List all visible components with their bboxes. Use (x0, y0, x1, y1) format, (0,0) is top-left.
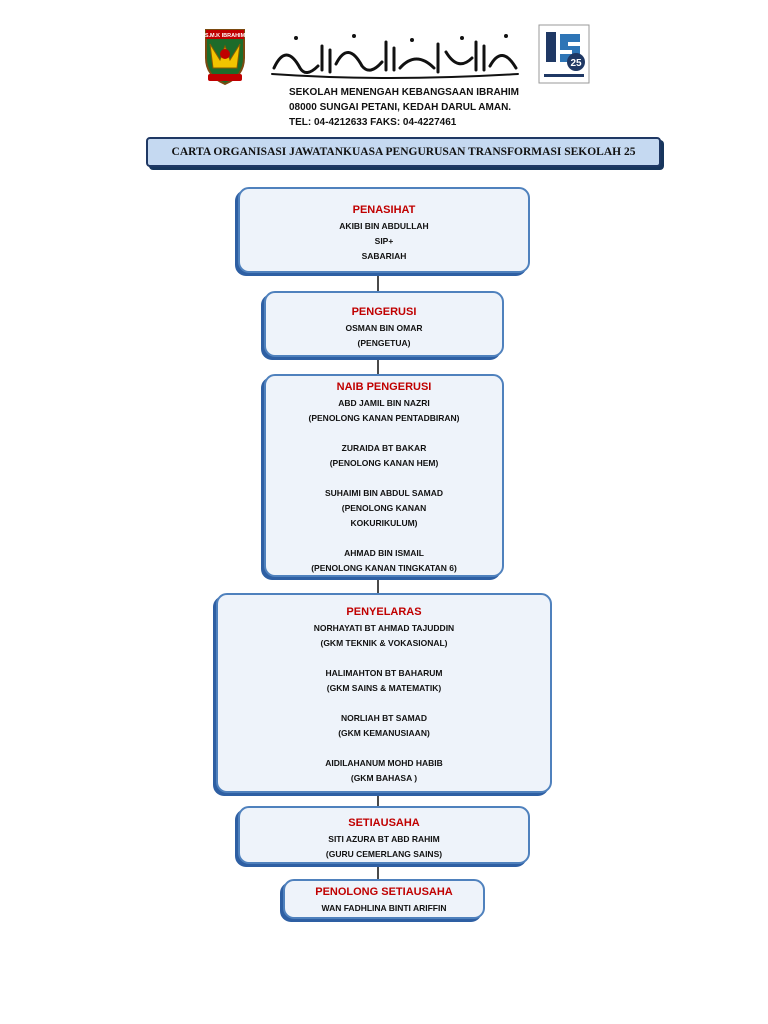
spacer (266, 531, 502, 546)
spacer (218, 696, 550, 711)
connector-line (377, 793, 379, 806)
jawi-calligraphy-school-name (271, 34, 519, 79)
member-line: (PENGETUA) (357, 338, 411, 348)
member-line: NORLIAH BT SAMAD (341, 713, 427, 723)
org-box-setiausaha: SETIAUSAHA SITI AZURA BT ABD RAHIM (GURU C… (238, 806, 530, 864)
crest-text: S.M.K IBRAHIM (205, 33, 246, 39)
member-line: ABD JAMIL BIN NAZRI (338, 398, 430, 408)
role-title: PENASIHAT (352, 204, 416, 216)
org-box-naib-pengerusi: NAIB PENGERUSI ABD JAMIL BIN NAZRI (PENOLO… (264, 374, 504, 577)
member-line: WAN FADHLINA BINTI ARIFFIN (321, 903, 447, 913)
transformasi-25-logo: 25 (538, 24, 590, 84)
role-title: PENOLONG SETIAUSAHA (315, 886, 453, 898)
org-box-penolong-setiausaha: PENOLONG SETIAUSAHA WAN FADHLINA BINTI AR… (283, 879, 485, 919)
role-title: SETIAUSAHA (348, 817, 420, 829)
member-line: KOKURIKULUM) (350, 518, 418, 528)
role-title: PENGERUSI (351, 306, 417, 318)
connector-line (377, 273, 379, 291)
member-line: NORHAYATI BT AHMAD TAJUDDIN (313, 623, 455, 633)
member-line: (PENOLONG KANAN (341, 503, 427, 513)
member-line: ZURAIDA BT BAKAR (341, 443, 427, 453)
org-box-penyelaras: PENYELARAS NORHAYATI BT AHMAD TAJUDDIN (GK… (216, 593, 552, 793)
connector-line (377, 577, 379, 593)
member-line: (GKM KEMANUSIAAN) (338, 728, 430, 738)
logo-25-text: 25 (570, 58, 582, 69)
member-line: SIP+ (374, 236, 394, 246)
member-line: SABARIAH (361, 251, 407, 261)
member-line: SUHAIMI BIN ABDUL SAMAD (324, 488, 444, 498)
spacer (266, 426, 502, 441)
member-line: AIDILAHANUM MOHD HABIB (325, 758, 443, 768)
school-contact-line: TEL: 04-4212633 FAKS: 04-4227461 (289, 117, 457, 128)
chart-title-banner: CARTA ORGANISASI JAWATANKUASA PENGURUSAN… (146, 137, 661, 167)
connector-line (377, 357, 379, 374)
school-postal-line: 08000 SUNGAI PETANI, KEDAH DARUL AMAN. (289, 102, 512, 113)
member-line: AKIBI BIN ABDULLAH (339, 221, 429, 231)
member-line: (GKM BAHASA ) (350, 773, 418, 783)
member-line: (GURU CEMERLANG SAINS) (325, 849, 443, 859)
spacer (218, 741, 550, 756)
member-line: SITI AZURA BT ABD RAHIM (328, 834, 440, 844)
member-line: (PENOLONG KANAN TINGKATAN 6) (311, 563, 457, 573)
member-line: (PENOLONG KANAN HEM) (329, 458, 439, 468)
org-box-pengerusi: PENGERUSI OSMAN BIN OMAR (PENGETUA) (264, 291, 504, 357)
member-line: OSMAN BIN OMAR (345, 323, 423, 333)
member-line: AHMAD BIN ISMAIL (344, 548, 424, 558)
school-crest-logo: S.M.K IBRAHIM (205, 29, 246, 86)
connector-line (377, 864, 379, 879)
school-address: SEKOLAH MENENGAH KEBANGSAAN IBRAHIM 0800… (289, 85, 519, 130)
member-line: (GKM SAINS & MATEMATIK) (326, 683, 442, 693)
spacer (218, 651, 550, 666)
member-line: HALIMAHTON BT BAHARUM (325, 668, 443, 678)
role-title: PENYELARAS (346, 606, 422, 618)
member-line: (PENOLONG KANAN PENTADBIRAN) (308, 413, 460, 423)
school-name-line: SEKOLAH MENENGAH KEBANGSAAN IBRAHIM (289, 87, 520, 98)
spacer (266, 471, 502, 486)
org-box-penasihat: PENASIHAT AKIBI BIN ABDULLAH SIP+ SABARIAH (238, 187, 530, 273)
member-line: (GKM TEKNIK & VOKASIONAL) (320, 638, 448, 648)
role-title: NAIB PENGERUSI (336, 381, 432, 393)
